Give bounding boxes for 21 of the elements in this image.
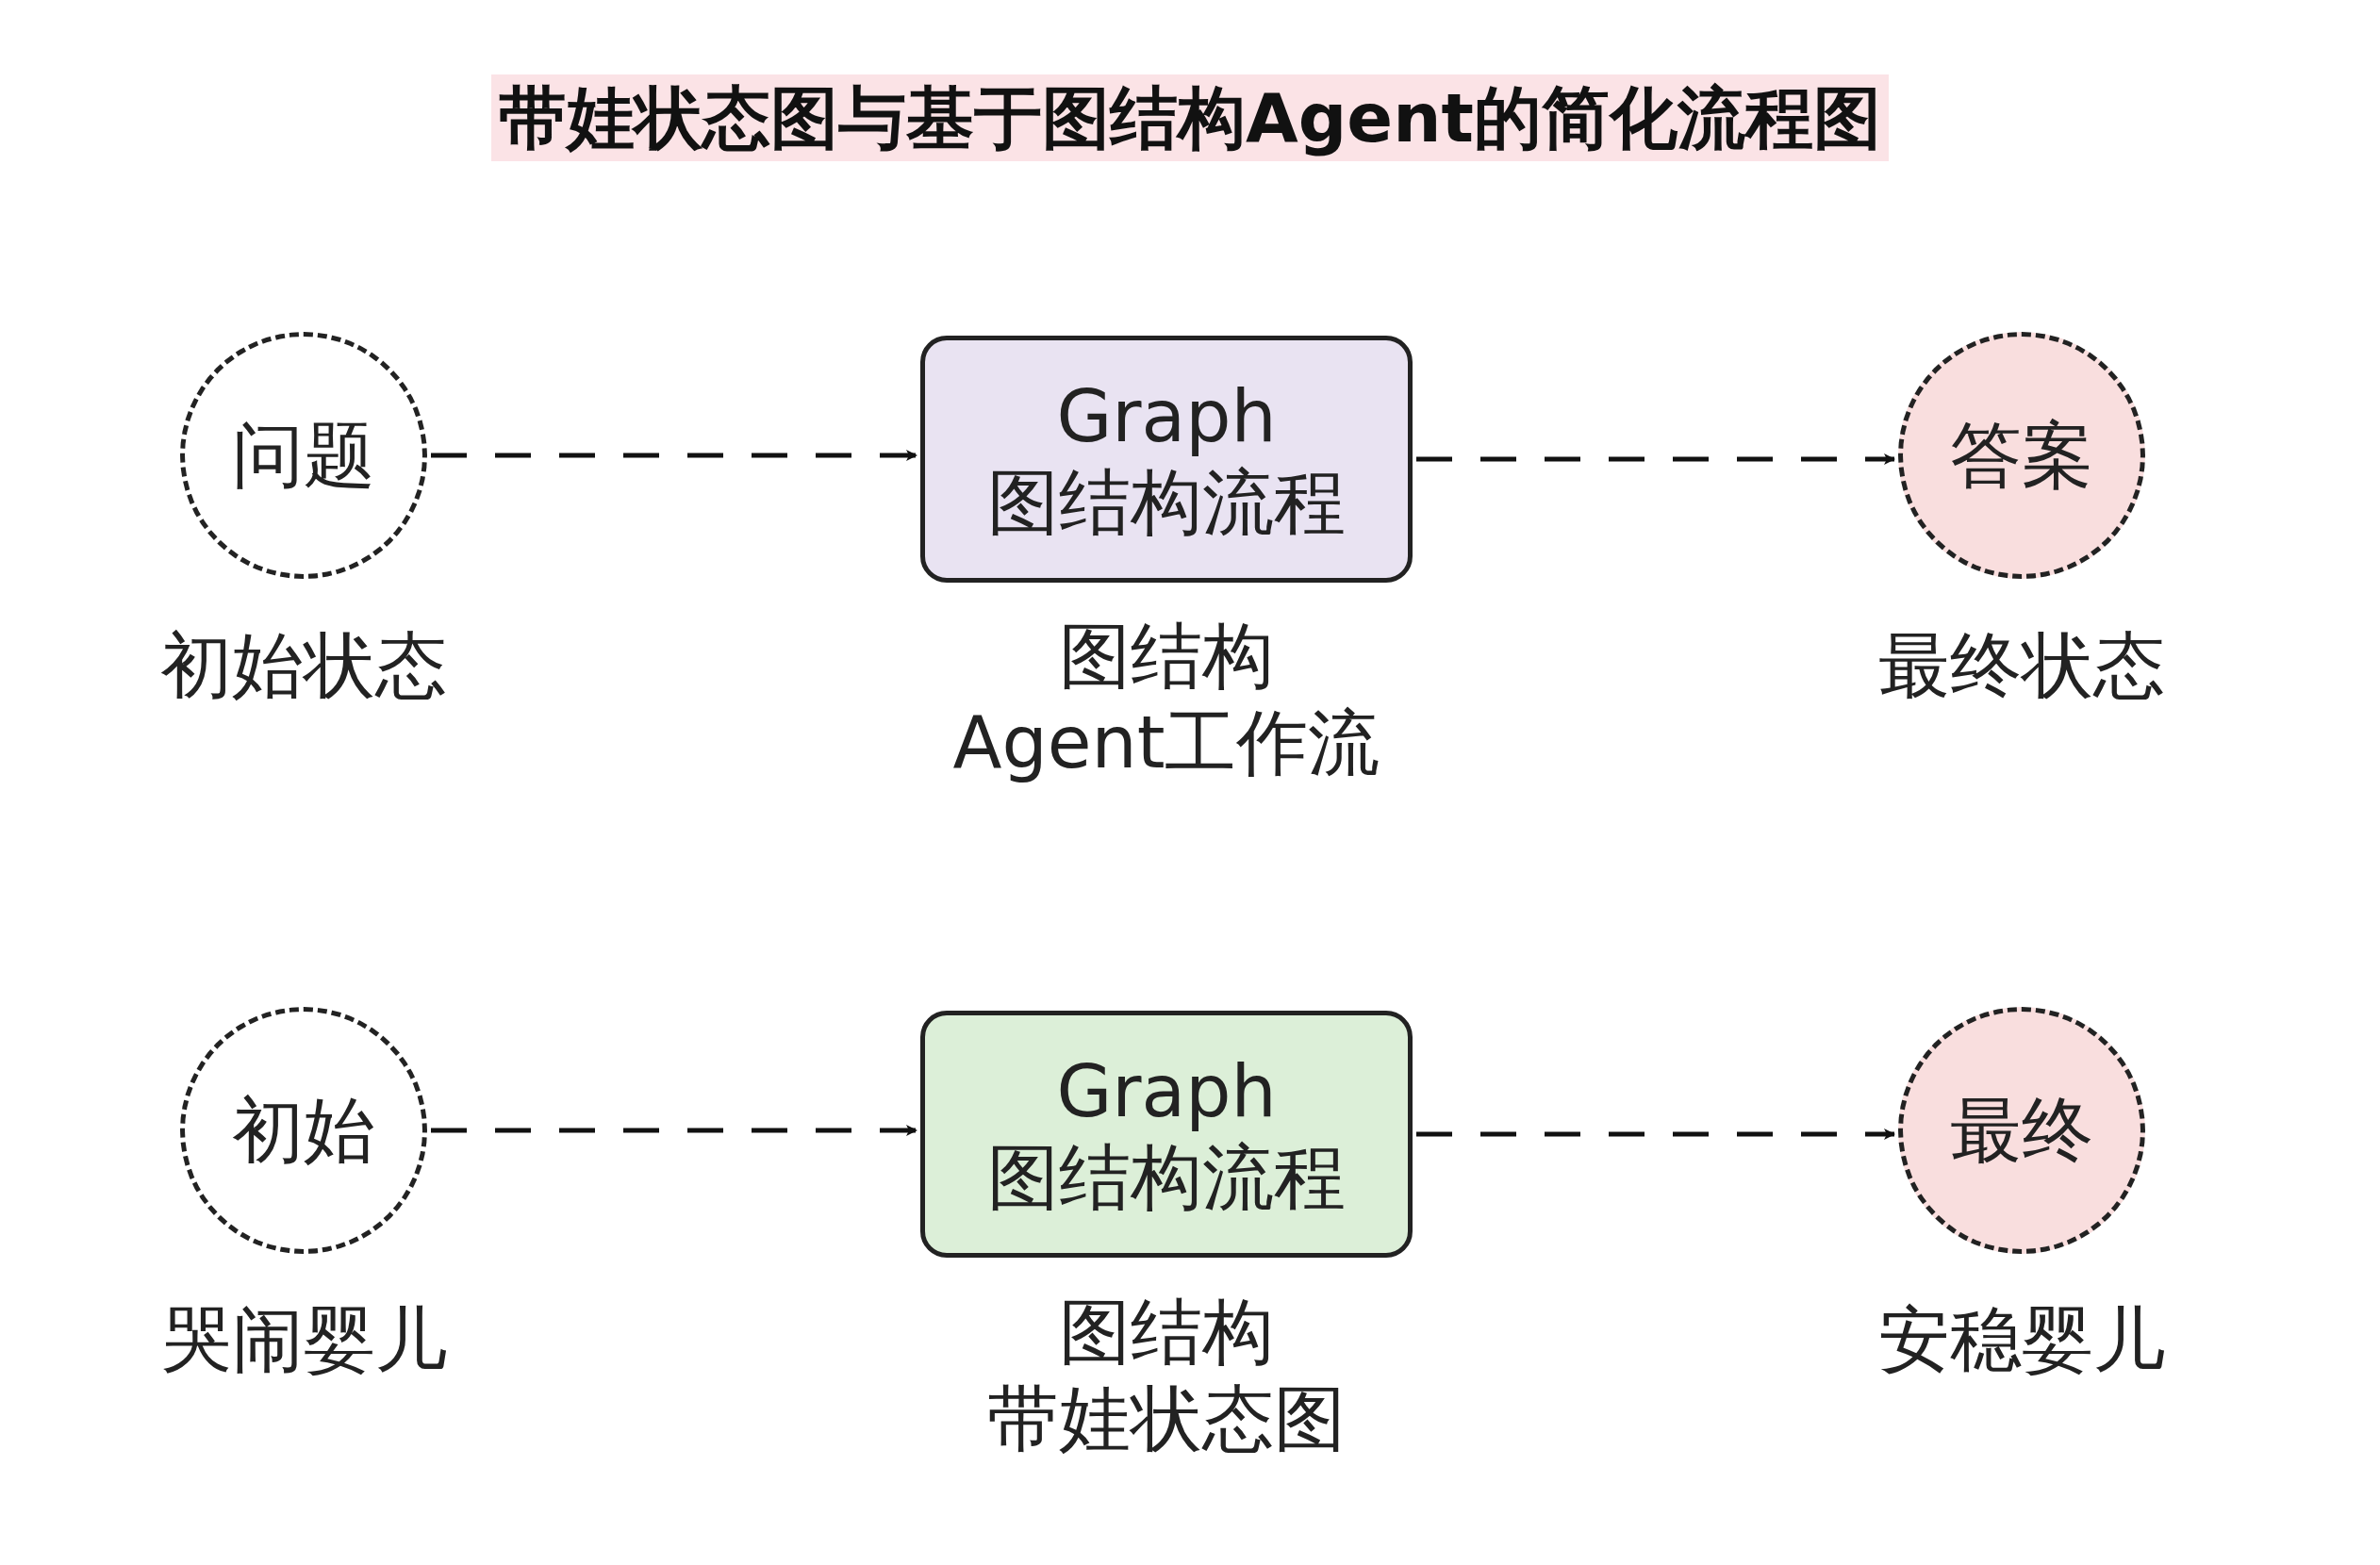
dashed-arrow xyxy=(431,450,917,461)
dashed-arrow xyxy=(1416,453,1895,465)
caption-text: 哭闹婴儿 xyxy=(160,1297,447,1381)
caption-text: 安稳婴儿 xyxy=(1878,1297,2165,1381)
node-label: 图结构流程 xyxy=(987,1134,1346,1221)
node-label: Graph xyxy=(1056,372,1277,459)
node-label: 最终 xyxy=(1950,1087,2093,1174)
node-label: 图结构流程 xyxy=(987,459,1346,546)
caption-text: 带娃状态图 xyxy=(987,1376,1346,1460)
caption-text: 初始状态 xyxy=(160,623,447,707)
node-label: 答案 xyxy=(1950,412,2093,499)
caption-text: Agent工作流 xyxy=(952,700,1380,784)
caption-text: 图结构 xyxy=(1059,1290,1274,1374)
caption-text: 最终状态 xyxy=(1878,623,2165,707)
node-label: 初始 xyxy=(232,1087,375,1174)
title: 带娃状态图与基于图结构Agent的简化流程图 xyxy=(491,74,1889,161)
node-label: Graph xyxy=(1056,1047,1277,1134)
caption-text: 图结构 xyxy=(1059,614,1274,698)
dashed-arrow xyxy=(431,1125,917,1136)
node-label: 问题 xyxy=(232,412,375,499)
dashed-arrow xyxy=(1416,1128,1895,1140)
